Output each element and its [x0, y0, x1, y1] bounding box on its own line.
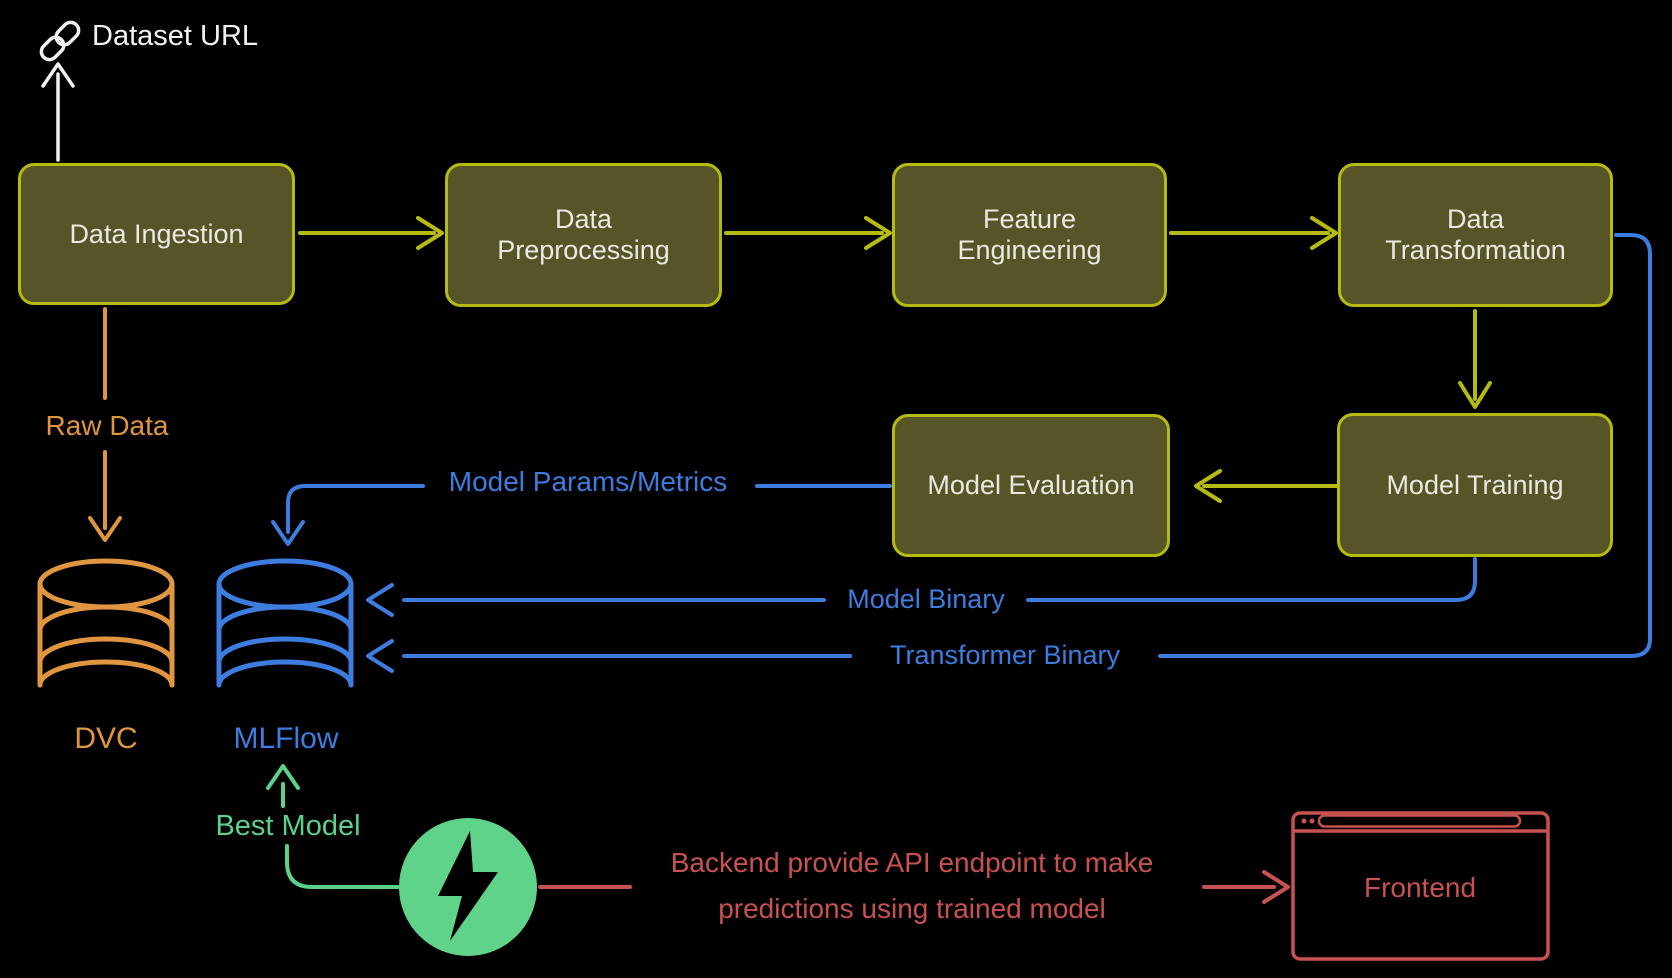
dvc-label: DVC	[74, 722, 138, 755]
node-data-preprocessing: Data Preprocessing	[445, 163, 722, 307]
arrowhead-down-mlflow	[271, 520, 305, 546]
backend-api-note-line1: Backend provide API endpoint to make	[670, 847, 1154, 878]
raw-data-label: Raw Data	[45, 410, 169, 441]
arrowhead-left-model-binary	[366, 583, 394, 617]
mlflow-label: MLFlow	[233, 722, 339, 755]
arrowhead-left-1	[1194, 469, 1222, 503]
node-data-ingestion: Data Ingestion	[18, 163, 295, 305]
model-binary-label: Model Binary	[847, 584, 1005, 614]
arrowhead-right-frontend	[1262, 870, 1290, 904]
best-model-label: Best Model	[215, 810, 361, 842]
model-params-metrics-label: Model Params/Metrics	[448, 466, 728, 497]
node-label: Model Training	[1386, 469, 1564, 500]
arrowhead-down-1	[1458, 381, 1492, 409]
frontend-label: Frontend	[1363, 872, 1477, 903]
node-data-transformation: Data Transformation	[1338, 163, 1613, 307]
edge-api-to-best-model	[285, 844, 400, 889]
dataset-url-arrowhead	[41, 62, 75, 88]
fastapi-lightning-icon	[399, 818, 537, 956]
arrowhead-right-3	[1310, 216, 1338, 250]
node-model-training: Model Training	[1337, 413, 1613, 557]
transformer-binary-label: Transformer Binary	[889, 640, 1121, 670]
node-label: Model Evaluation	[927, 470, 1135, 500]
node-label: Data Ingestion	[69, 218, 244, 249]
node-feature-engineering: Feature Engineering	[892, 163, 1167, 307]
dataset-url-label: Dataset URL	[92, 20, 259, 52]
edge-model-binary-right	[1026, 557, 1477, 602]
arrowhead-down-dvc	[88, 516, 122, 542]
node-label: Feature Engineering	[957, 204, 1102, 265]
edge-transformer-binary-right	[1158, 233, 1652, 658]
node-model-evaluation: Model Evaluation	[892, 414, 1170, 557]
node-label: Data Transformation	[1385, 204, 1566, 265]
dvc-database-icon	[37, 558, 175, 688]
browser-window-icon	[1291, 811, 1550, 961]
arrowhead-right-1	[416, 216, 444, 250]
edge-model-params-left	[286, 484, 425, 534]
backend-api-note: Backend provide API endpoint to make pre…	[671, 840, 1154, 932]
arrowhead-left-transformer-binary	[366, 639, 394, 673]
arrowhead-right-2	[864, 216, 892, 250]
backend-api-note-line2: predictions using trained model	[718, 893, 1106, 924]
mlflow-database-icon	[216, 558, 354, 688]
node-label: Data Preprocessing	[497, 204, 670, 265]
arrowhead-up-mlflow	[266, 764, 300, 790]
link-icon	[39, 20, 81, 62]
